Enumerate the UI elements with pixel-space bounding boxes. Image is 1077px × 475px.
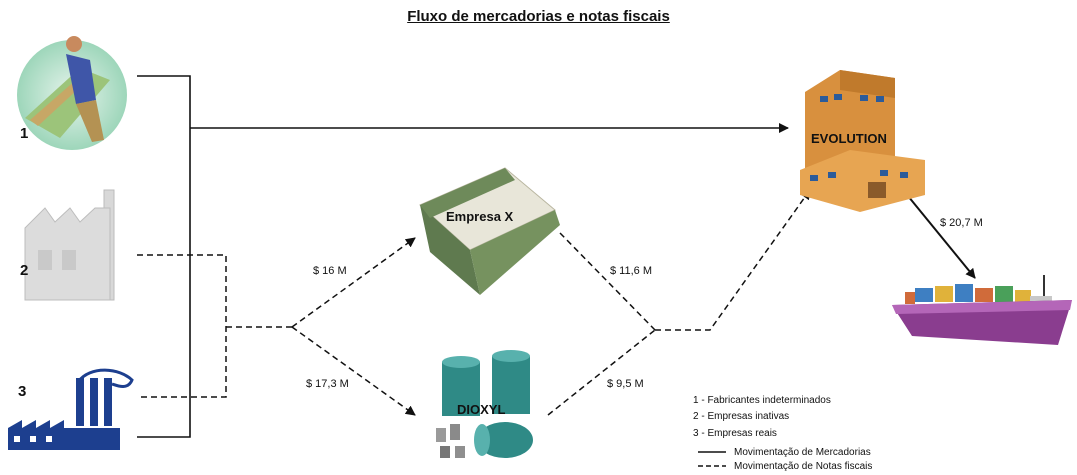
inactive-factory-icon: [24, 189, 115, 301]
evolution-label: EVOLUTION: [811, 131, 887, 146]
diagram-title: Fluxo de mercadorias e notas fiscais: [407, 8, 670, 25]
legend-solid-label: Movimentação de Mercadorias: [734, 447, 871, 458]
barrels-icon: [436, 350, 533, 458]
source-1-label: 1: [20, 125, 28, 142]
amount-to-company-x: $ 16 M: [313, 265, 347, 277]
goods-flow: [137, 75, 789, 438]
dioxyl-label: DIOXYL: [457, 402, 505, 417]
invoice-flow: [137, 189, 811, 416]
legend-item-2: 2 - Empresas inativas: [693, 411, 789, 422]
legend: 1 - Fabricantes indeterminados 2 - Empre…: [693, 395, 872, 472]
legend-dashed-label: Movimentação de Notas fiscais: [734, 461, 872, 472]
company-x-label: Empresa X: [446, 209, 514, 224]
active-factory-icon: [8, 368, 134, 450]
source-3-label: 3: [18, 383, 26, 400]
export-arrow: [907, 195, 976, 279]
amount-to-dioxyl: $ 17,3 M: [306, 378, 349, 390]
box-icon: [419, 167, 560, 295]
amount-company-x-out: $ 11,6 M: [610, 265, 652, 277]
legend-item-1: 1 - Fabricantes indeterminados: [693, 395, 831, 406]
cargo-ship-icon: [892, 275, 1072, 345]
source-2-label: 2: [20, 262, 28, 279]
amount-dioxyl-out: $ 9,5 M: [607, 378, 644, 390]
worker-icon: [17, 36, 127, 150]
amount-evolution-to-ship: $ 20,7 M: [940, 217, 983, 229]
legend-item-3: 3 - Empresas reais: [693, 428, 777, 439]
building-icon: [800, 70, 925, 212]
